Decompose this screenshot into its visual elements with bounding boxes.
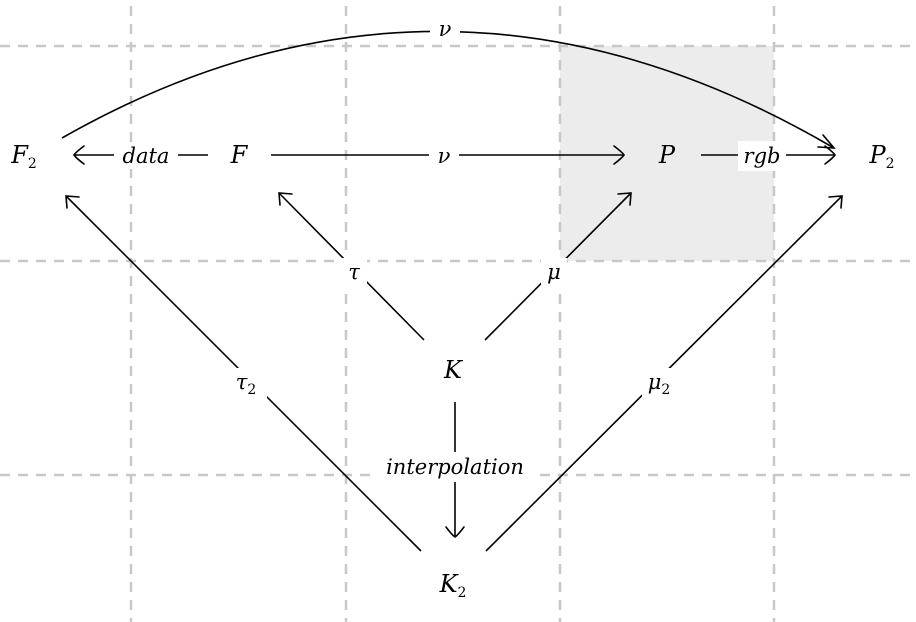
- arrowhead-p2: [824, 145, 836, 165]
- node-f: F: [230, 141, 249, 169]
- label-rgb: rgb: [744, 144, 781, 168]
- label-mu: μ: [547, 260, 561, 284]
- arrowhead-f2-diag: [65, 195, 80, 209]
- arrowhead-f2: [73, 145, 85, 165]
- edge-labels: ν data ν rgb τ μ τ2 μ2 interpolation: [114, 14, 786, 482]
- label-arc-nu: ν: [439, 17, 452, 41]
- label-nu: ν: [438, 144, 451, 168]
- nodes: F2 F P P2 K K2: [10, 141, 894, 601]
- node-k: K: [443, 356, 464, 384]
- grid: [0, 6, 916, 622]
- arrowhead-f: [278, 192, 293, 206]
- arrowhead-p: [613, 145, 625, 165]
- label-tau2: τ2: [236, 370, 257, 398]
- label-mu2: μ2: [648, 370, 671, 398]
- arrowhead-p-diag: [617, 192, 632, 206]
- arrowhead-k2: [445, 526, 465, 538]
- label-data: data: [123, 144, 170, 168]
- node-p2: P2: [868, 141, 894, 172]
- label-interpolation: interpolation: [386, 455, 524, 479]
- label-tau: τ: [348, 260, 360, 284]
- arrowhead-p2-diag: [828, 195, 843, 209]
- arrowhead-p2-arc: [817, 134, 836, 149]
- node-p: P: [658, 141, 676, 169]
- node-f2: F2: [10, 141, 37, 172]
- node-k2: K2: [439, 570, 467, 601]
